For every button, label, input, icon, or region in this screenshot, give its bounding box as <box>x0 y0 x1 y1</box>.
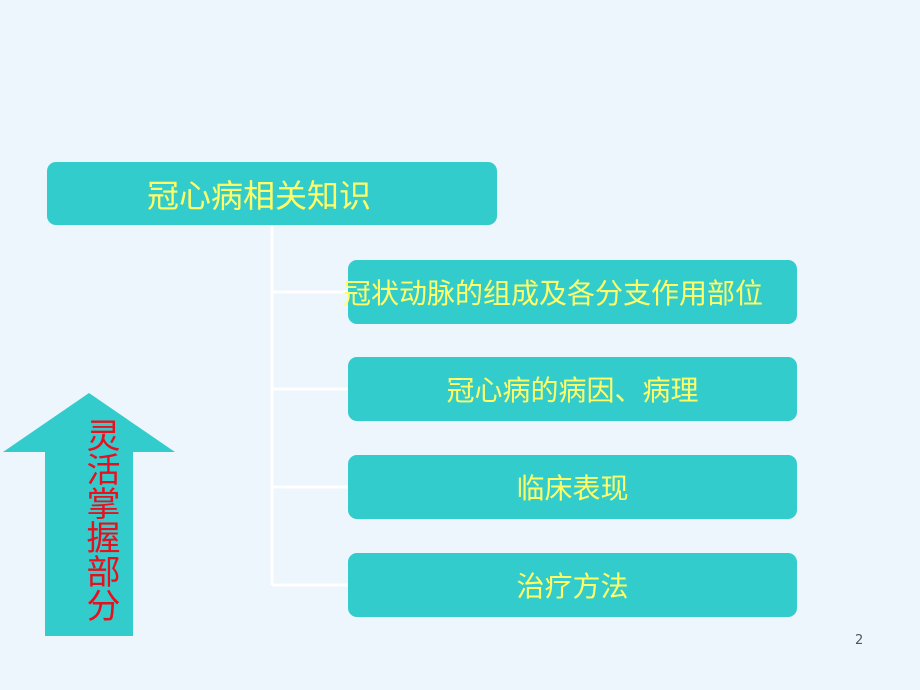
child-node-3-label: 临床表现 <box>516 472 629 505</box>
root-node-label: 冠心病相关知识 <box>147 176 372 215</box>
page-number: 2 <box>855 633 864 648</box>
up-arrow-icon <box>3 393 175 636</box>
child-node-3: 临床表现 <box>348 455 797 519</box>
root-node: 冠心病相关知识 <box>47 162 497 225</box>
child-node-1: 冠状动脉的组成及各分支作用部位 <box>343 260 797 324</box>
child-node-1-label: 冠状动脉的组成及各分支作用部位 <box>343 277 764 310</box>
child-node-4: 治疗方法 <box>348 553 797 617</box>
arrow-label: 灵活掌握部分 <box>80 418 120 622</box>
child-node-4-label: 治疗方法 <box>516 570 629 603</box>
child-node-2: 冠心病的病因、病理 <box>348 357 797 421</box>
child-node-2-label: 冠心病的病因、病理 <box>446 374 699 407</box>
